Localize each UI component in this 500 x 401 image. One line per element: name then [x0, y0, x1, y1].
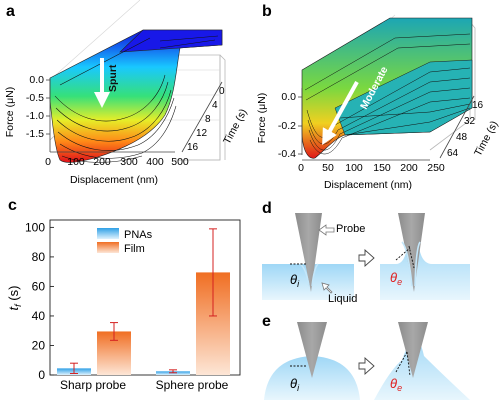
- panel-b-x-tick: 150: [373, 162, 391, 174]
- panel-letter-e: e: [262, 313, 271, 330]
- ylabel-sub: f: [13, 303, 23, 307]
- panel-b-x-tick: 250: [427, 162, 445, 174]
- panel-a-x-tick: 400: [146, 156, 164, 168]
- probe-sphere-right: [398, 322, 428, 378]
- panel-b-z-tick: 64: [447, 148, 459, 159]
- chart-category-label: Sharp probe: [60, 378, 126, 392]
- chart-y-tick-label: 0: [38, 368, 45, 382]
- panel-a-z-tick: 16: [187, 142, 199, 153]
- panel-b-y-tick: -0.4: [278, 148, 296, 160]
- meniscus-right: [401, 241, 421, 287]
- probe-sharp-left: [295, 213, 322, 292]
- panel-letter-b: b: [262, 3, 272, 20]
- panel-letter-a: a: [6, 3, 15, 20]
- spurt-annotation: Spurt: [107, 64, 119, 92]
- moderate-arrow-icon: [322, 81, 359, 145]
- panel-a-y-tick: -0.5: [26, 92, 44, 104]
- panel-a-z-tick: 12: [196, 128, 208, 139]
- panel-b-z-axis-label: Time (s): [472, 119, 500, 158]
- probe-label: Probe: [336, 223, 365, 235]
- panel-b-y-tick: 0.0: [281, 91, 296, 103]
- liquid-label: Liquid: [328, 293, 357, 305]
- theta-i-label: θi: [290, 272, 300, 289]
- transition-arrow-icon: [358, 356, 375, 376]
- panel-a-x-tick: 0: [45, 156, 51, 168]
- theta-e-label: θe: [390, 376, 402, 393]
- chart-y-axis: 0 20 40 60 80 100: [25, 220, 54, 382]
- chart-y-tick-label: 60: [32, 279, 46, 293]
- liquid-pointer-icon: [321, 282, 333, 294]
- panel-b-y-axis: 0.0 -0.2 -0.4 Force (μN): [256, 88, 303, 160]
- liquid-film-right: [380, 240, 470, 300]
- panel-b-x-tick: 0: [298, 162, 304, 174]
- chart-y-tick-label: 40: [32, 309, 46, 323]
- chart-category-label: Sphere probe: [156, 378, 229, 392]
- legend-swatch-pnas: [97, 228, 119, 239]
- panel-d: d θi Probe Liquid θe: [262, 200, 470, 305]
- panel-a-z-tick: 8: [205, 114, 211, 125]
- panel-letter-d: d: [262, 200, 272, 217]
- chart-y-tick-label: 80: [32, 250, 46, 264]
- panel-a-mesh-lines: [54, 35, 219, 163]
- panel-a: a Spurt: [4, 0, 250, 186]
- chart-y-axis-label: tf (s): [6, 286, 23, 311]
- panel-a-y-tick: 0.0: [29, 74, 44, 86]
- meniscus-left: [299, 263, 319, 287]
- chart-plot-frame: [49, 219, 241, 376]
- theta-i-label: θi: [290, 376, 300, 393]
- panel-b-z-tick: 32: [464, 116, 476, 127]
- contact-angle-line: [395, 247, 411, 261]
- panel-e: e θi θe: [262, 313, 470, 400]
- panel-b-x-tick: 100: [345, 162, 363, 174]
- probe-pointer-icon: [318, 224, 335, 236]
- panel-a-x-tick: 500: [171, 156, 189, 168]
- contact-angle-line: [408, 245, 415, 269]
- panel-a-x-axis-label: Displacement (nm): [70, 174, 158, 186]
- panel-b-z-tick: 48: [456, 132, 468, 143]
- panel-b-y-tick: -0.2: [278, 120, 296, 132]
- panel-a-y-tick: -1.0: [26, 110, 44, 122]
- panel-a-flat-top: [119, 29, 223, 53]
- transition-arrow-icon: [358, 248, 375, 268]
- ylabel-unit: (s): [6, 286, 21, 305]
- droplet-right: [374, 336, 470, 400]
- panel-a-z-axis: 0 4 8 12 16 Time (s): [181, 81, 250, 153]
- panel-b-x-tick: 50: [322, 162, 334, 174]
- legend-swatch-film: [97, 242, 119, 253]
- panel-a-z-tick: 4: [212, 100, 218, 111]
- chart-y-tick-label: 20: [32, 338, 46, 352]
- panel-a-x-tick: 200: [93, 156, 111, 168]
- panel-b-x-tick: 200: [400, 162, 418, 174]
- panel-a-y-tick: -1.5: [26, 128, 44, 140]
- panel-a-y-axis: 0.0 -0.5 -1.0 -1.5 Force (μN): [4, 74, 51, 152]
- panel-a-x-tick: 100: [67, 156, 85, 168]
- contact-angle-line: [406, 351, 411, 377]
- panel-c: c 0 20 40 60 80 100 tf (s) PNAs Film Sharp pr…: [6, 197, 241, 392]
- chart-bars: [57, 228, 230, 375]
- probe-sharp-right: [398, 213, 425, 292]
- panel-b: b Moderate: [256, 3, 500, 191]
- legend-label-film: Film: [124, 243, 145, 255]
- panel-b-x-axis-label: Displacement (nm): [324, 179, 412, 191]
- panel-a-x-axis: 0 100 200 300 400 500 Displacement (nm): [45, 151, 189, 186]
- panel-b-x-axis: 0 50 100 150 200 250 Displacement (nm): [298, 159, 445, 191]
- theta-e-label: θe: [390, 270, 402, 287]
- legend-label-pnas: PNAs: [124, 229, 153, 241]
- panel-a-y-axis-label: Force (μN): [4, 87, 16, 137]
- chart-legend: PNAs Film: [97, 228, 153, 255]
- ylabel-t: t: [6, 305, 21, 310]
- panel-b-z-tick: 16: [472, 100, 484, 111]
- chart-y-tick-label: 100: [25, 220, 45, 234]
- panel-letter-c: c: [8, 197, 17, 214]
- panel-a-x-tick: 300: [120, 156, 138, 168]
- contact-angle-line: [395, 351, 408, 373]
- panel-b-y-axis-label: Force (μN): [256, 93, 268, 143]
- probe-sphere-left: [297, 322, 327, 378]
- panel-a-z-tick: 0: [219, 86, 225, 97]
